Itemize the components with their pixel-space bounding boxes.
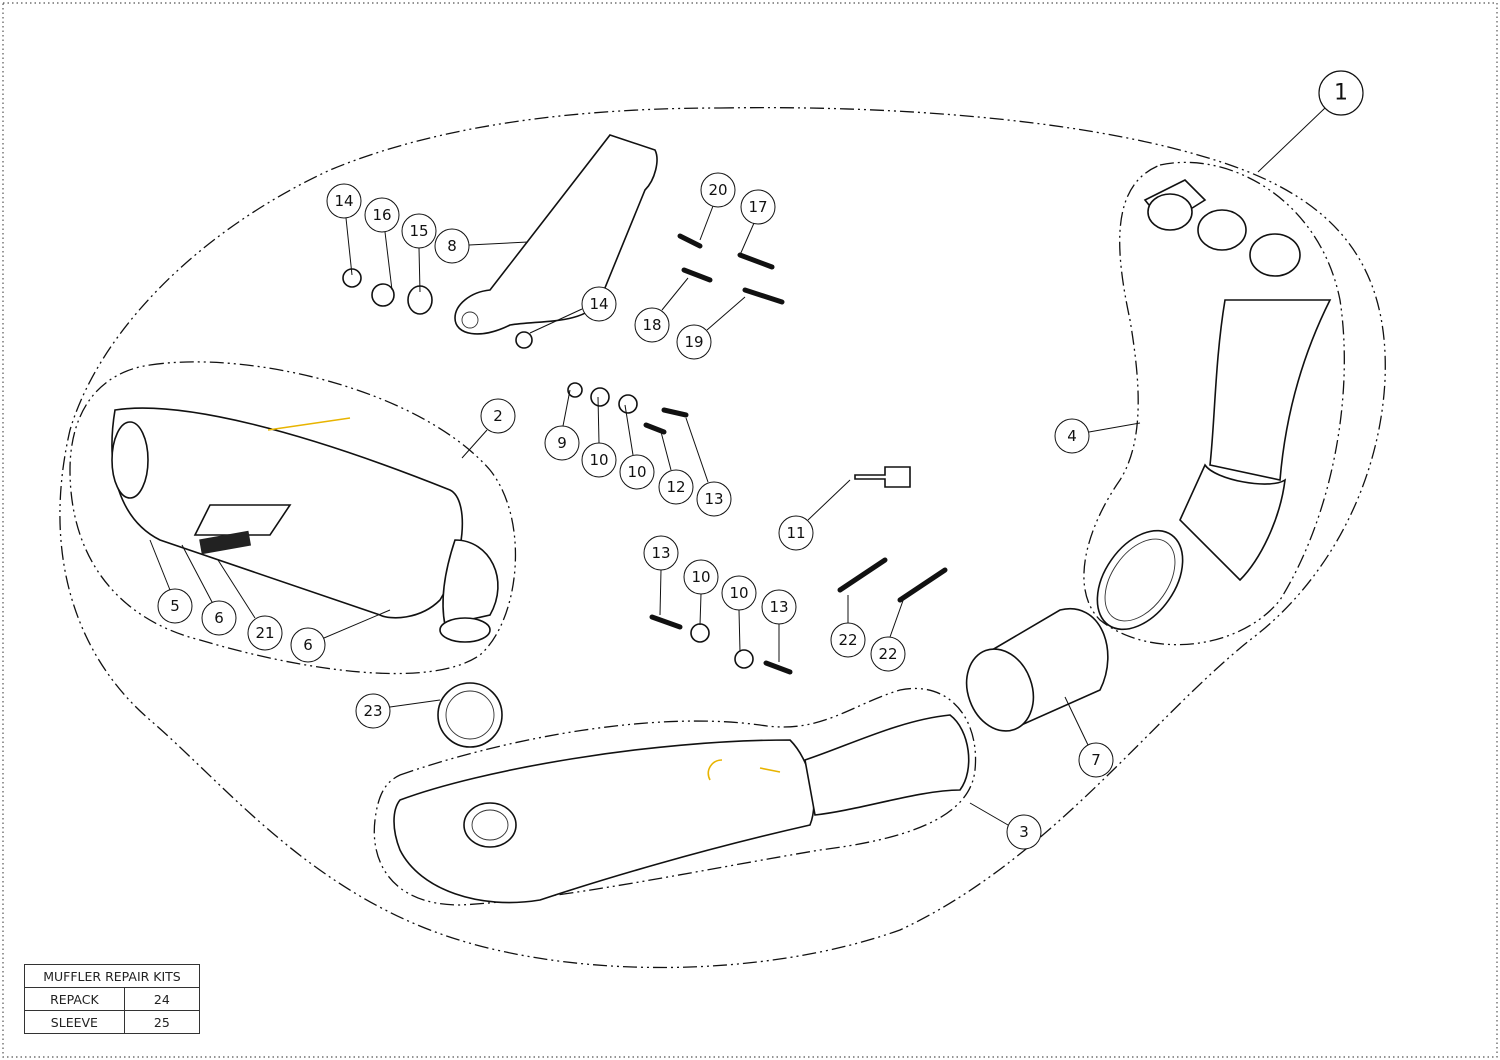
svg-text:8: 8 [447,237,457,255]
callout-10[interactable]: 10 [619,454,655,490]
callout-19[interactable]: 19 [676,324,712,360]
svg-text:22: 22 [838,631,857,649]
svg-text:11: 11 [786,524,805,542]
svg-text:13: 13 [704,490,723,508]
svg-text:16: 16 [372,206,391,224]
svg-text:22: 22 [878,645,897,663]
callout-3[interactable]: 3 [1006,814,1042,850]
callout-14[interactable]: 14 [326,183,362,219]
svg-text:6: 6 [214,609,224,627]
svg-text:18: 18 [642,316,661,334]
kits-title: MUFFLER REPAIR KITS [24,964,200,988]
header-outline [1083,161,1345,646]
callout-13[interactable]: 13 [696,481,732,517]
assembly-outlines [59,106,1386,969]
callout-18[interactable]: 18 [634,307,670,343]
right-muffler [393,714,970,904]
table-row: REPACK 24 [24,987,201,1011]
left-muffler [111,407,499,643]
callout-7[interactable]: 7 [1078,742,1114,778]
kit-label: REPACK [24,987,125,1011]
svg-text:10: 10 [589,451,608,469]
callout-11[interactable]: 11 [778,515,814,551]
svg-text:10: 10 [691,568,710,586]
svg-text:13: 13 [651,544,670,562]
table-row: SLEEVE 25 [24,1010,201,1034]
svg-text:19: 19 [684,333,703,351]
callout-14[interactable]: 14 [581,286,617,322]
callout-23[interactable]: 23 [355,693,391,729]
svg-text:14: 14 [589,295,608,313]
left-muffler-outline [69,361,517,675]
callout-21[interactable]: 21 [247,615,283,651]
svg-text:10: 10 [627,463,646,481]
hardware [342,233,948,748]
svg-text:5: 5 [170,597,180,615]
callout-8[interactable]: 8 [434,228,470,264]
callout-20[interactable]: 20 [700,172,736,208]
callout-10[interactable]: 10 [683,559,719,595]
callouts: 1 2 3 4 5 6 21 6 7 8 9 10 10 12 13 11 14… [157,70,1364,850]
svg-text:21: 21 [255,624,274,642]
callout-13[interactable]: 13 [643,535,679,571]
header-pipes [1096,179,1332,631]
callout-6[interactable]: 6 [201,600,237,636]
kit-ref: 25 [123,1010,201,1034]
callout-2[interactable]: 2 [480,398,516,434]
full-system-outline [59,106,1386,969]
svg-text:23: 23 [363,702,382,720]
callout-12[interactable]: 12 [658,469,694,505]
callout-22[interactable]: 22 [830,622,866,658]
callout-6[interactable]: 6 [290,627,326,663]
link-pipe [965,607,1109,732]
muffler-repair-kits-table: MUFFLER REPAIR KITS REPACK 24 SLEEVE 25 [24,964,201,1034]
svg-text:12: 12 [666,478,685,496]
leader-lines [149,107,1326,826]
kit-ref: 24 [123,987,201,1011]
svg-text:13: 13 [769,598,788,616]
svg-text:4: 4 [1067,427,1077,445]
callout-4[interactable]: 4 [1054,418,1090,454]
callout-1[interactable]: 1 [1318,70,1364,116]
callout-17[interactable]: 17 [740,189,776,225]
callout-5[interactable]: 5 [157,588,193,624]
bracket [454,134,658,335]
kit-label: SLEEVE [24,1010,125,1034]
right-muffler-outline [373,687,977,906]
callout-22[interactable]: 22 [870,636,906,672]
callout-16[interactable]: 16 [364,197,400,233]
callout-13[interactable]: 13 [761,589,797,625]
svg-text:10: 10 [729,584,748,602]
svg-text:20: 20 [708,181,727,199]
svg-text:7: 7 [1091,751,1101,769]
svg-text:14: 14 [334,192,353,210]
callout-10[interactable]: 10 [721,575,757,611]
svg-text:9: 9 [557,434,567,452]
callout-9[interactable]: 9 [544,425,580,461]
callout-15[interactable]: 15 [401,213,437,249]
svg-text:15: 15 [409,222,428,240]
svg-text:1: 1 [1334,81,1348,106]
svg-text:17: 17 [748,198,767,216]
callout-10[interactable]: 10 [581,442,617,478]
svg-text:6: 6 [303,636,313,654]
svg-text:3: 3 [1019,823,1029,841]
svg-text:2: 2 [493,407,503,425]
